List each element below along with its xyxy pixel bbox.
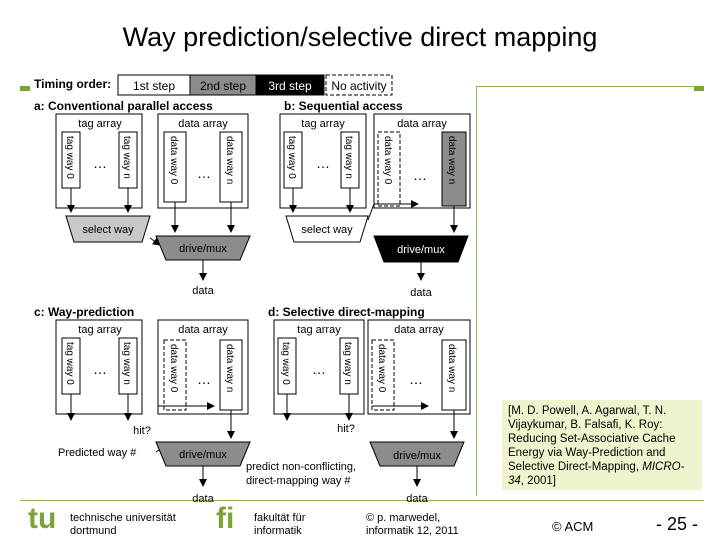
panel-b-select-way — [285, 215, 369, 243]
panel-d-drive-mux — [369, 441, 465, 467]
panel-c-tag-way-n-label: tag way n — [121, 342, 132, 385]
footer-faculty: fakultät für informatik — [254, 512, 305, 538]
panel-b-data-way-n-label: data way n — [446, 136, 457, 184]
footer-university-line2: dortmund — [70, 525, 117, 537]
panel-a-data-label: data — [192, 285, 214, 297]
panel-c-predicted-way: Predicted way # — [58, 447, 137, 459]
slide-title: Way prediction/selective direct mapping — [122, 22, 598, 52]
panel-b-tag-ellipsis: … — [316, 155, 330, 171]
timing-order-label: Timing order: — [34, 77, 111, 91]
citation-box: [M. D. Powell, A. Agarwal, T. N. Vijayku… — [502, 400, 702, 490]
panel-b-data-label: data — [410, 287, 432, 299]
footer-author: © p. marwedel, informatik 12, 2011 — [366, 512, 459, 538]
divider-horizontal-bottom — [20, 500, 704, 501]
panel-c-hit-label: hit? — [133, 425, 151, 437]
timing-no-activity: No activity — [325, 74, 393, 96]
timing-step3: 3rd step — [255, 74, 325, 96]
panel-c-tag-way-0-label: tag way 0 — [64, 342, 75, 385]
panel-c-drive-mux-label: drive/mux — [179, 449, 227, 461]
panel-c-data-ellipsis: … — [197, 371, 211, 387]
panel-b-data-way-n — [441, 131, 467, 207]
panel-a-drive-mux — [155, 235, 251, 261]
panel-b-drive-mux — [373, 235, 469, 263]
panel-d-data-way-0 — [371, 339, 395, 411]
panel-d-tag-way-0-label: tag way 0 — [280, 342, 291, 385]
accent-bar-left — [20, 86, 30, 91]
panel-c-data-label: data — [192, 493, 214, 505]
tu-logo: tu — [28, 502, 57, 535]
timing-step1: 1st step — [117, 74, 191, 96]
panel-a-tag-way-n-label: tag way n — [121, 136, 132, 179]
footer-copyright: © ACM — [552, 519, 594, 534]
panel-c-data-way-0 — [163, 339, 187, 411]
panel-d-tag-ellipsis: … — [312, 361, 326, 377]
panel-c-drive-mux — [155, 441, 251, 467]
citation-venue: MICRO-34 — [508, 461, 685, 487]
citation-text: [M. D. Powell, A. Agarwal, T. N. Vijayku… — [508, 405, 676, 473]
panel-a-data-way-n-label: data way n — [224, 136, 235, 184]
panel-a-select-way — [65, 215, 151, 243]
panel-a-title: a: Conventional parallel access — [34, 99, 213, 113]
panel-d-title: d: Selective direct-mapping — [268, 305, 425, 319]
panel-a-select-way-label: select way — [82, 224, 134, 236]
panel-b-drive-mux-label: drive/mux — [397, 244, 445, 256]
panel-d-data-way-n-label: data way n — [446, 344, 457, 392]
panel-a-data-array-label: data array — [178, 118, 228, 130]
panel-c-tag-array-label: tag array — [78, 324, 122, 336]
footer-faculty-line1: fakultät für — [254, 512, 306, 524]
panel-a-tag-array-label: tag array — [78, 118, 122, 130]
panel-b-title: b: Sequential access — [284, 99, 403, 113]
panel-a-data-way-0-label: data way 0 — [168, 136, 179, 185]
panel-d-data-array-label: data array — [394, 324, 444, 336]
timing-step1-label: 1st step — [133, 79, 175, 93]
panel-a-data-ellipsis: … — [197, 165, 211, 181]
panel-b-tag-way-n-label: tag way n — [343, 136, 354, 179]
panel-b-data-way-0 — [377, 131, 401, 207]
panel-d-predict-line2: direct-mapping way # — [246, 475, 351, 487]
divider-vertical — [476, 86, 477, 496]
panel-d-tag-way-n-label: tag way n — [342, 342, 353, 385]
panel-d-data-label: data — [406, 493, 428, 505]
panel-c-data-array-label: data array — [178, 324, 228, 336]
footer-author-line2: informatik 12, 2011 — [366, 525, 459, 537]
panel-b-data-ellipsis: … — [413, 167, 427, 183]
panel-c-tag-ellipsis: … — [93, 361, 107, 377]
timing-step2: 2nd step — [189, 74, 257, 96]
footer-author-line1: © p. marwedel, — [366, 512, 441, 524]
timing-step2-label: 2nd step — [200, 79, 246, 93]
citation-year: , 2001] — [520, 475, 556, 487]
panel-b-data-array-label: data array — [397, 118, 447, 130]
panel-b-select-way-label: select way — [301, 224, 353, 236]
footer-university-line1: technische universität — [70, 512, 176, 524]
footer-faculty-line2: informatik — [254, 525, 302, 537]
fi-logo: fi — [216, 502, 235, 535]
panel-b-data-way-0-label: data way 0 — [382, 136, 393, 185]
panel-a-tag-way-0-label: tag way 0 — [64, 136, 75, 179]
divider-horizontal-top — [476, 86, 696, 87]
panel-a-tag-ellipsis: … — [93, 155, 107, 171]
panel-c-title: c: Way-prediction — [34, 305, 134, 319]
panel-d-data-ellipsis: … — [409, 371, 423, 387]
panel-d-hit-label: hit? — [337, 423, 355, 435]
timing-no-activity-label: No activity — [331, 79, 386, 93]
panel-b-tag-way-0-label: tag way 0 — [286, 136, 297, 179]
panel-a-drive-mux-label: drive/mux — [179, 243, 227, 255]
footer-university: technische universität dortmund — [70, 512, 176, 538]
panel-c-data-way-n-label: data way n — [224, 344, 235, 392]
timing-step3-label: 3rd step — [268, 79, 312, 93]
panel-d-drive-mux-label: drive/mux — [393, 450, 441, 462]
panel-d-predict-line1: predict non-conflicting, — [246, 461, 356, 473]
panel-b-tag-array-label: tag array — [301, 118, 345, 130]
way-prediction-diagram: Timing order: 1st step 2nd step 3rd step… — [18, 70, 488, 510]
panel-d-data-way-n — [441, 339, 467, 411]
accent-bar-right — [694, 86, 704, 91]
panel-d-tag-array-label: tag array — [297, 324, 341, 336]
panel-c-data-way-0-label: data way 0 — [168, 344, 179, 393]
page-number: - 25 - — [655, 514, 698, 534]
panel-d-data-way-0-label: data way 0 — [376, 344, 387, 393]
